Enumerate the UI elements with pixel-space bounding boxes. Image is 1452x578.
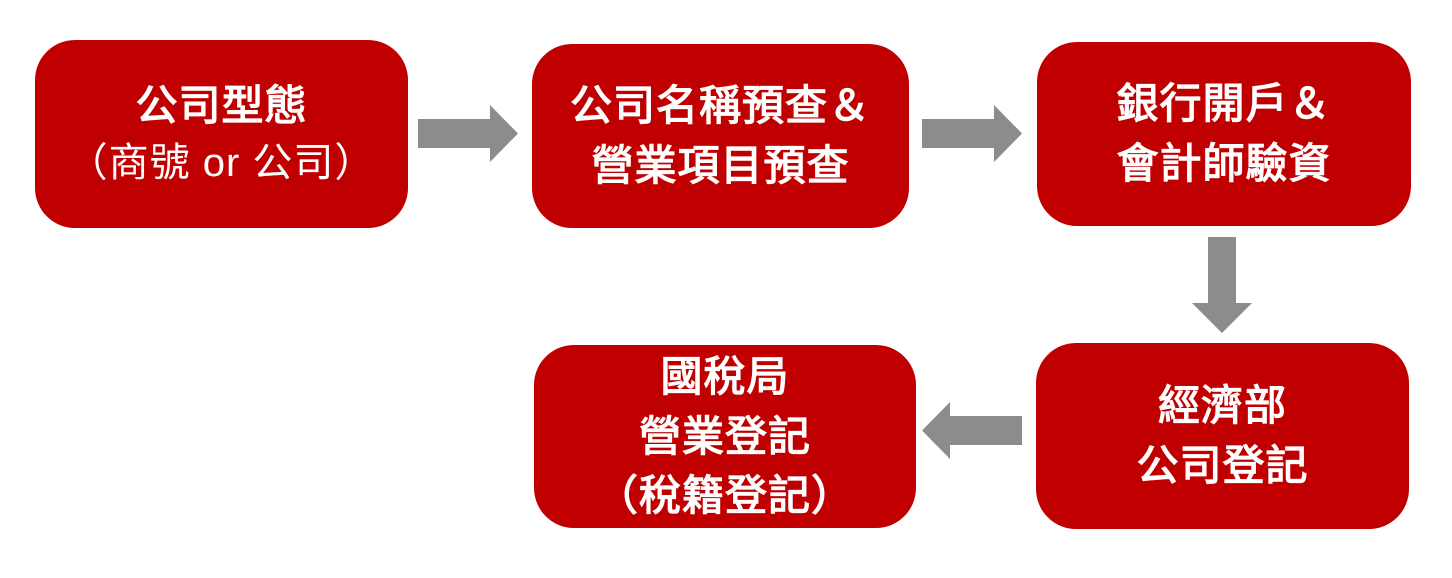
- arrow-down-icon: [1192, 237, 1252, 333]
- arrow-down-shape: [1192, 237, 1252, 333]
- arrow-right-icon: [418, 105, 518, 162]
- flow-step-tax-line-2: 營業登記: [638, 412, 811, 460]
- flow-step-tax-line-1: 國稅局: [660, 353, 790, 401]
- flow-step-tax-registration: 國稅局 營業登記 （稅籍登記）: [534, 345, 916, 528]
- flow-step-name-precheck-line-2: 營業項目預查: [591, 142, 850, 189]
- flow-step-name-precheck: 公司名稱預查＆ 營業項目預查: [532, 44, 909, 228]
- flow-step-name-precheck-line-1: 公司名稱預查＆: [569, 82, 871, 130]
- flow-step-company-type-line-2: （商號 or 公司）: [67, 141, 376, 186]
- flow-step-tax-line-3: （稅籍登記）: [595, 472, 854, 520]
- flow-step-company-type-line-1: 公司型態: [135, 81, 308, 129]
- arrow-left-icon: [922, 402, 1022, 459]
- flow-step-company-type: 公司型態 （商號 or 公司）: [35, 40, 408, 228]
- arrow-left-shape: [922, 402, 1022, 459]
- arrow-right-icon: [922, 105, 1022, 162]
- arrow-right-shape: [418, 105, 518, 162]
- flow-step-moea-line-1: 經濟部: [1157, 382, 1287, 430]
- arrow-right-shape: [922, 105, 1022, 162]
- flow-step-moea-registration: 經濟部 公司登記: [1036, 343, 1409, 529]
- flow-step-bank-line-2: 會計師驗資: [1116, 140, 1332, 187]
- flow-step-bank-verification: 銀行開戶＆ 會計師驗資: [1037, 42, 1411, 226]
- flow-step-moea-line-2: 公司登記: [1136, 442, 1309, 489]
- flow-step-bank-line-1: 銀行開戶＆: [1116, 80, 1332, 128]
